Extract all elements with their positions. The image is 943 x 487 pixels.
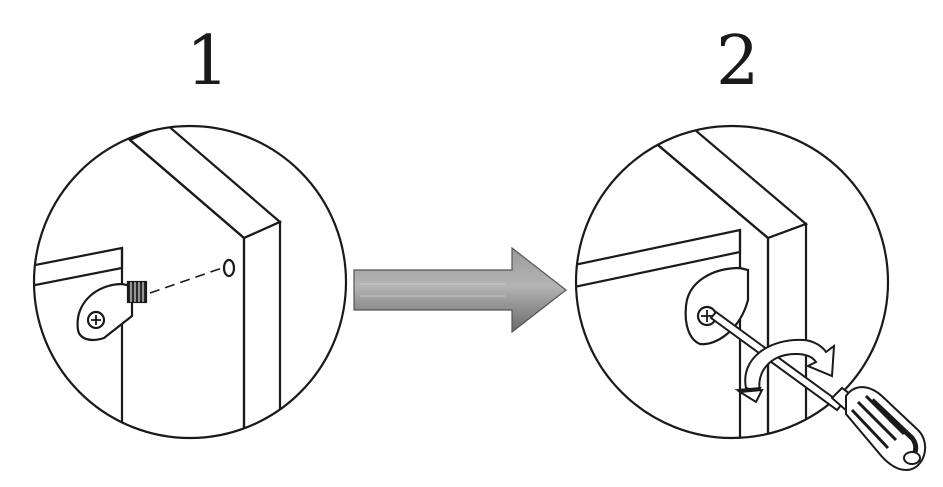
step-1-illustration	[32, 124, 348, 440]
step-2-circle	[574, 124, 890, 440]
right-arrow-icon	[353, 246, 567, 334]
step-2-illustration	[574, 124, 927, 472]
screwdriver-icon	[709, 310, 927, 472]
rotation-arrow-icon	[734, 338, 836, 404]
panel-front-edge-2	[766, 222, 808, 438]
handle-cap	[903, 451, 921, 465]
pin-hole	[222, 258, 236, 278]
shelf-bracket	[76, 282, 134, 341]
panel-top-edge-2	[649, 126, 809, 240]
alignment-line	[149, 267, 223, 294]
panel-front-edge	[242, 220, 282, 438]
step-2-number: 2	[716, 22, 760, 101]
step-1-circle	[32, 124, 348, 440]
step-1-number: 1	[186, 22, 230, 101]
threaded-pin	[126, 280, 148, 304]
